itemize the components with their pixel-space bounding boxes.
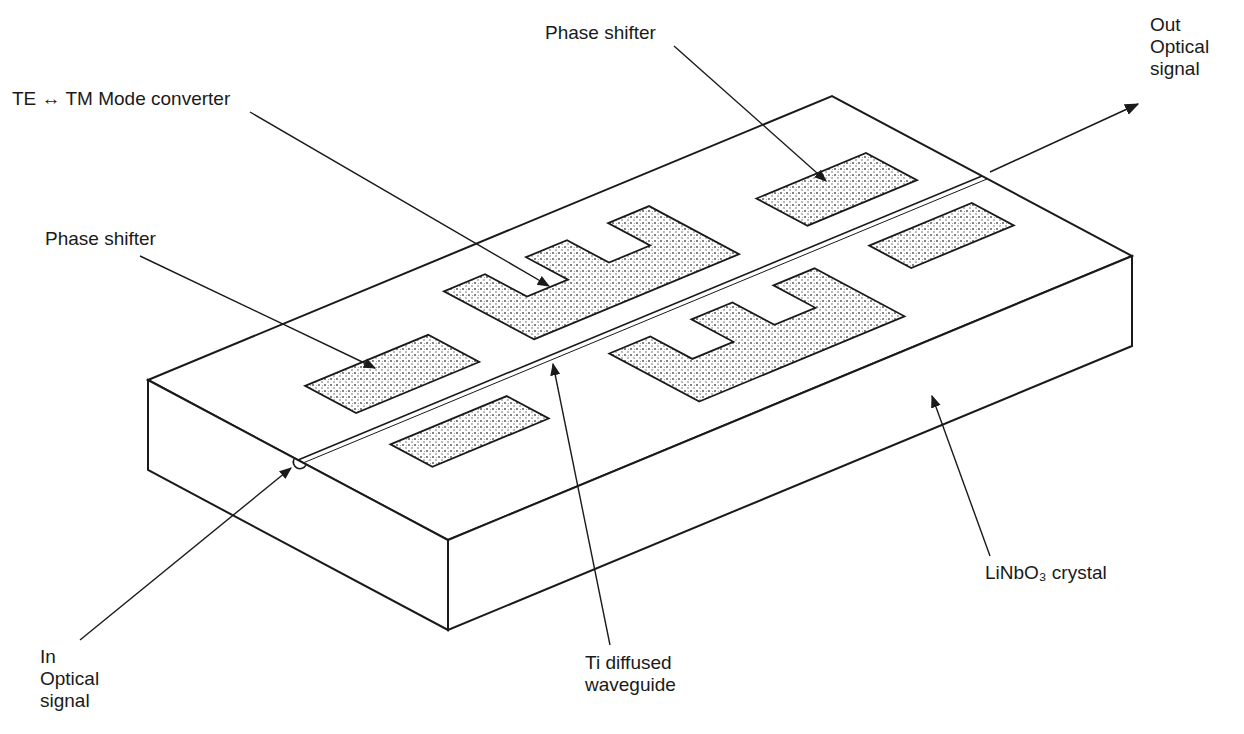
leader-arrow — [250, 112, 549, 286]
waveguide-line — [303, 179, 987, 463]
label-text: Phase shifter — [45, 228, 185, 250]
phase-shifter-electrode — [390, 396, 548, 467]
waveguide-entrance — [293, 459, 306, 469]
leader-arrow — [553, 364, 610, 645]
output-arrow — [990, 104, 1138, 172]
mode-converter-electrode — [609, 268, 904, 401]
leader-arrow — [140, 256, 375, 368]
label-text: Out Optical signal — [1150, 14, 1230, 80]
input-arrow — [80, 468, 291, 640]
label-text: TE ↔ TM Mode converter — [12, 88, 272, 110]
label-text: Ti diffused waveguide — [585, 652, 705, 696]
leader-arrow — [674, 46, 826, 181]
label-text: LiNbO₃ crystal — [985, 562, 1145, 584]
crystal-end-face — [148, 380, 448, 630]
phase-shifter-electrode — [757, 153, 918, 226]
waveguide-line — [298, 176, 982, 460]
leader-arrow — [932, 396, 990, 556]
label-text: Phase shifter — [545, 22, 685, 44]
phase-shifter-electrode — [869, 203, 1014, 268]
label-text: In Optical signal — [40, 646, 115, 712]
